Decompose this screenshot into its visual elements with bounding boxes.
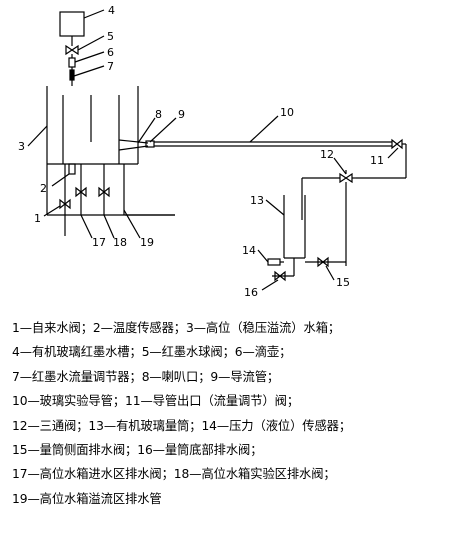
label-1: 1 xyxy=(34,212,41,225)
apparatus-svg: 4 5 6 7 3 2 1 17 18 19 8 9 10 11 12 13 1… xyxy=(18,4,407,299)
legend-line: 17—高位水箱进水区排水阀；18—高位水箱实验区排水阀； xyxy=(12,467,336,482)
legend-line: 10—玻璃实验导管；11—导管出口（流量调节）阀； xyxy=(12,394,300,409)
label-18: 18 xyxy=(113,236,127,249)
leader-7 xyxy=(73,65,105,77)
legend-line: 1—自来水阀；2—温度传感器；3—高位（稳压溢流）水箱； xyxy=(12,321,341,335)
leader-11 xyxy=(387,147,399,159)
label-9: 9 xyxy=(178,108,185,121)
temperature-sensor xyxy=(68,163,76,175)
leader-14 xyxy=(257,249,269,263)
label-7: 7 xyxy=(107,60,114,73)
label-3: 3 xyxy=(18,140,25,153)
cylinder-side-drain-valve xyxy=(317,256,329,268)
component-legend: 1—自来水阀；2—温度传感器；3—高位（稳压溢流）水箱； 4—有机玻璃红墨水槽；… xyxy=(12,316,448,511)
tap-water-valve xyxy=(59,198,71,210)
drip-chamber xyxy=(68,57,76,68)
leader-2 xyxy=(51,173,70,187)
leader-19 xyxy=(123,209,141,239)
label-16: 16 xyxy=(244,286,258,299)
label-14: 14 xyxy=(242,244,256,257)
guide-pipe xyxy=(145,140,155,148)
leader-13 xyxy=(265,199,285,216)
label-10: 10 xyxy=(280,106,294,119)
leader-15 xyxy=(325,265,335,281)
leader-17 xyxy=(80,214,93,239)
label-5: 5 xyxy=(107,30,114,43)
label-4: 4 xyxy=(108,4,115,17)
inlet-zone-drain-valve xyxy=(75,186,87,198)
apparatus-diagram: 4 5 6 7 3 2 1 17 18 19 8 9 10 11 12 13 1… xyxy=(18,4,407,299)
leader-10 xyxy=(249,115,279,143)
label-2: 2 xyxy=(40,182,47,195)
experiment-zone-drain-valve xyxy=(98,186,110,198)
label-6: 6 xyxy=(107,46,114,59)
label-8: 8 xyxy=(155,108,162,121)
leader-6 xyxy=(74,51,105,63)
legend-line: 19—高位水箱溢流区排水管 xyxy=(12,491,162,506)
leader-8 xyxy=(137,117,156,144)
three-way-valve xyxy=(339,172,353,184)
leader-18 xyxy=(103,214,115,239)
ink-flow-regulator xyxy=(69,69,75,81)
label-13: 13 xyxy=(250,194,264,207)
bell-mouth-upper xyxy=(118,139,149,144)
leader-5 xyxy=(77,35,105,51)
leader-16 xyxy=(261,279,279,291)
leader-4 xyxy=(83,9,105,19)
label-12: 12 xyxy=(320,148,334,161)
label-19: 19 xyxy=(140,236,154,249)
red-ink-tank xyxy=(59,11,85,37)
leader-12 xyxy=(333,157,347,175)
cylinder-bottom-drain-valve xyxy=(274,270,286,282)
leader-3 xyxy=(27,125,48,147)
leader-1 xyxy=(43,205,61,217)
leader-9 xyxy=(149,117,177,143)
bell-mouth-lower xyxy=(118,145,149,151)
label-17: 17 xyxy=(92,236,106,249)
label-15: 15 xyxy=(336,276,350,289)
legend-line: 12—三通阀；13—有机玻璃量筒；14—压力（液位）传感器； xyxy=(12,418,352,433)
legend-line: 15—量筒侧面排水阀；16—量筒底部排水阀； xyxy=(12,443,263,458)
pressure-sensor xyxy=(267,258,281,266)
label-11: 11 xyxy=(370,154,384,167)
tube-outlet-valve xyxy=(391,138,403,150)
legend-line: 4—有机玻璃红墨水槽；5—红墨水球阀；6—滴壶； xyxy=(12,345,292,360)
red-ink-ball-valve xyxy=(65,44,79,56)
legend-line: 7—红墨水流量调节器；8—喇叭口；9—导流管； xyxy=(12,369,280,384)
